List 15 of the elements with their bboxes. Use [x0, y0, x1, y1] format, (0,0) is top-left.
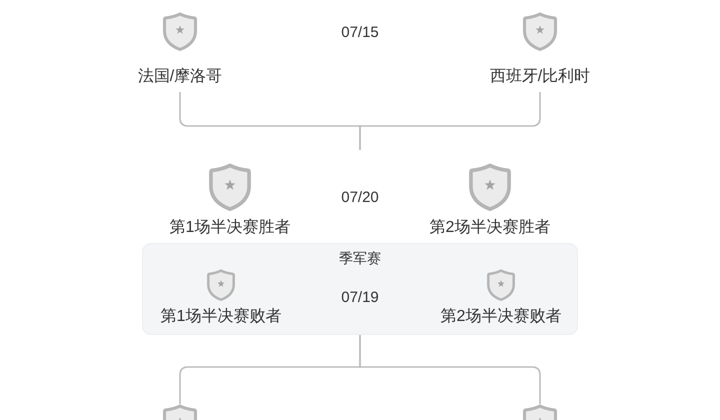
shield-icon: [163, 404, 197, 420]
team-label: 第2场半决赛胜者: [430, 218, 550, 238]
date-label: 07/19: [341, 288, 379, 307]
date-label: 07/20: [341, 188, 379, 206]
group-panel: [142, 243, 578, 335]
shield-icon: [523, 404, 557, 420]
bracket-line: [359, 335, 541, 404]
team-label: 法国/摩洛哥: [138, 67, 222, 87]
date-label: 07/15: [341, 22, 379, 42]
panel-title: 季军赛: [339, 249, 381, 267]
team-label: 西班牙/比利时: [490, 67, 590, 87]
bracket-line: [359, 92, 541, 150]
team-label: 第1场半决赛败者: [160, 307, 282, 327]
team-label: 第2场半决赛败者: [440, 307, 562, 327]
team-label: 第1场半决赛胜者: [170, 218, 290, 238]
